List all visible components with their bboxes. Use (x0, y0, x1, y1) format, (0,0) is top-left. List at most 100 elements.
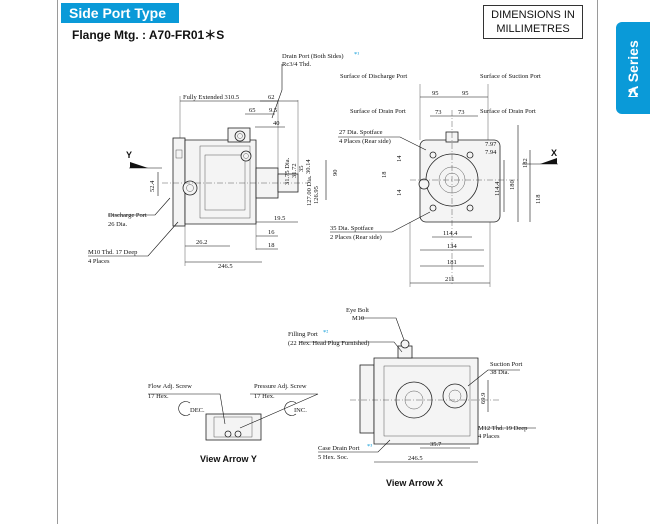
pressure-adj-label: Pressure Adj. Screw (254, 383, 307, 390)
dim-211: 211 (445, 276, 455, 283)
arrow-y-marker (130, 162, 148, 168)
spotface-27-places: 4 Places (Rear side) (339, 138, 391, 145)
units-box: DIMENSIONS IN MILLIMETRES (483, 5, 583, 39)
suction-port-label: Suction Port (490, 361, 523, 368)
view-x-caption: View Arrow X (386, 478, 443, 488)
m12-places-label: 4 Places (478, 433, 500, 440)
view-x-flange (359, 364, 375, 434)
dim-65: 65 (249, 107, 256, 114)
discharge-port-label: Discharge Port (108, 212, 147, 219)
case-drain-label: Case Drain Port (318, 445, 360, 452)
spotface-35-label: 35 Dia. Spotface (330, 225, 374, 232)
dim-62: 62 (268, 94, 275, 101)
dim-127: 127.00 Dia. (306, 175, 313, 206)
eye-bolt-m10: M10 (352, 315, 364, 322)
dim-180: 180 (509, 180, 516, 190)
discharge-port-circle (182, 180, 198, 196)
dim-35-7: 35.7 (430, 441, 442, 448)
view-y-caption: View Arrow Y (200, 454, 257, 464)
flange-plate (172, 137, 186, 227)
dim-16: 16 (268, 229, 275, 236)
arrow-x-marker (540, 158, 557, 164)
dim-18: 18 (268, 242, 275, 249)
series-side-tab[interactable]: A Series (616, 22, 650, 114)
dim-26-2: 26.2 (196, 239, 207, 246)
drain-note-mark: *¹ (354, 51, 359, 58)
dim-114-4-horizontal: 114.4 (443, 230, 458, 237)
dim-52-4: 52.4 (149, 180, 156, 192)
dim-30-14: 30.14 (305, 159, 312, 174)
dim-35: 35 (298, 166, 305, 173)
view-y-block (205, 413, 262, 441)
flow-hex-label: 17 Hex. (148, 393, 169, 400)
filling-note-mark: *² (323, 329, 328, 336)
surface-drain-left-label: Surface of Drain Port (350, 108, 406, 115)
dim-7-97: 7.97 (485, 141, 497, 148)
dim-182: 182 (522, 158, 529, 168)
inc-label: INC. (294, 407, 307, 414)
dim-95-right: 95 (462, 90, 469, 97)
filling-hex-label: (22 Hex. Head Plug Furnished) (288, 340, 369, 347)
pressure-screw-circle (234, 430, 242, 438)
view-x-drawing (300, 317, 536, 463)
view-y-drawing (148, 393, 319, 441)
dim-134: 134 (447, 243, 458, 250)
case-drain-note-mark: *³ (367, 443, 372, 450)
section-title: Side Port Type (61, 3, 179, 23)
dim-69-9: 69.9 (480, 393, 487, 404)
front-view-drawing (330, 84, 558, 287)
dec-label: DEC. (190, 407, 205, 414)
front-view-labels: Surface of Discharge Port Surface of Suc… (330, 73, 557, 283)
units-line-2: MILLIMETRES (496, 23, 570, 35)
m10-places-label: 4 Places (88, 258, 110, 265)
eye-bolt-ring (400, 339, 410, 349)
dim-73-left: 73 (435, 109, 442, 116)
case-hex-label: 5 Hex. Soc. (318, 454, 349, 461)
side-view-drawing (88, 64, 327, 266)
view-x-labels: Eye Bolt M10 Filling Port *² (22 Hex. He… (288, 307, 527, 488)
page-frame (57, 0, 598, 524)
dim-73-right: 73 (458, 109, 465, 116)
pressure-hex-label: 17 Hex. (254, 393, 275, 400)
discharge-dia-label: 26 Dia. (108, 221, 128, 228)
dim-114-4-vertical: 114.4 (494, 181, 501, 196)
dim-31-75: 31.75 Dia. (284, 157, 291, 185)
flow-screw-circle (224, 430, 232, 438)
dim-90: 90 (332, 170, 339, 177)
dim-fully-extended: Fully Extended 310.5 (183, 94, 239, 101)
dim-181: 181 (447, 259, 457, 266)
arrow-x-label: X (551, 148, 557, 158)
dim-14-bottom: 14 (396, 189, 403, 196)
dim-14-top: 14 (396, 155, 403, 162)
spotface-35-places: 2 Places (Rear side) (330, 234, 382, 241)
dim-9-5: 9.5 (269, 107, 277, 114)
triangle-logo-icon (628, 87, 638, 97)
dim-118: 118 (535, 194, 542, 204)
view-y-labels: Flow Adj. Screw 17 Hex. DEC. Pressure Ad… (148, 383, 307, 464)
surface-suction-label: Surface of Suction Port (480, 73, 541, 80)
dim-95-left: 95 (432, 90, 439, 97)
m10-thread-label: M10 Thd. 17 Deep (88, 249, 137, 256)
model-subtitle: Flange Mtg. : A70-FR01＊S (72, 28, 225, 42)
dim-31-72: 31.72 (291, 163, 298, 178)
suction-port-circle (442, 383, 468, 409)
dim-7-94: 7.94 (485, 149, 497, 156)
m12-thread-label: M12 Thd. 19 Deep (478, 425, 527, 432)
suction-dia-label: 38 Dia. (490, 369, 510, 376)
eye-bolt-label: Eye Bolt (346, 307, 369, 314)
top-port-circle (234, 130, 246, 142)
dim-19-5: 19.5 (274, 215, 285, 222)
dim-246-5-x: 246.5 (408, 455, 423, 462)
dim-246-5: 246.5 (218, 263, 233, 270)
drain-port-label: Drain Port (Both Sides) (282, 53, 344, 60)
spotface-27-label: 27 Dia. Spotface (339, 129, 383, 136)
flow-adj-label: Flow Adj. Screw (148, 383, 192, 390)
drain-thread-label: Rc3/4 Thd. (282, 61, 312, 68)
units-line-1: DIMENSIONS IN (491, 9, 575, 21)
dim-18-front: 18 (381, 172, 388, 179)
surface-discharge-label: Surface of Discharge Port (340, 73, 407, 80)
dim-126-95: 126.95 (313, 186, 320, 204)
side-view-labels: Drain Port (Both Sides) *¹ Rc3/4 Thd. Fu… (88, 51, 359, 270)
dim-40: 40 (273, 120, 280, 127)
